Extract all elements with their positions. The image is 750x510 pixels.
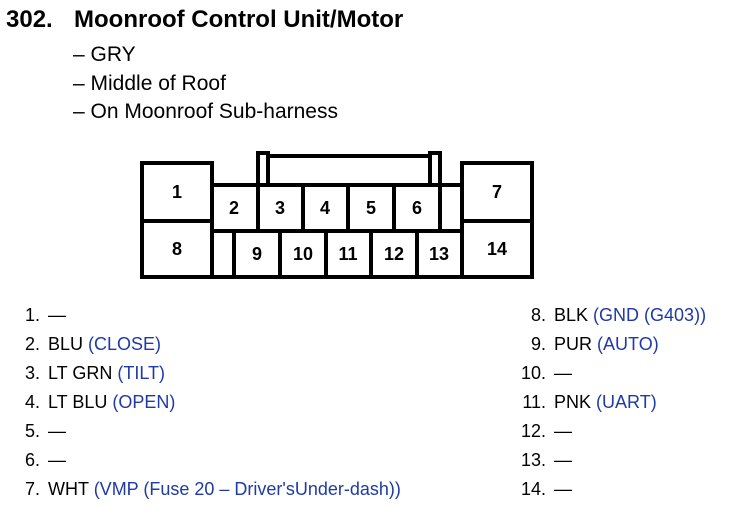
pin-row: 5.— — [24, 421, 66, 441]
pin-row: 10.— — [520, 363, 572, 383]
cavity-2-label: 2 — [229, 198, 239, 218]
pin-row: 6.— — [24, 450, 66, 470]
pin-row: 2.BLU (CLOSE) — [24, 334, 162, 354]
detail-location: – Middle of Roof — [73, 72, 226, 95]
pin-row: 9.PUR (AUTO) — [530, 334, 659, 354]
detail-color: – GRY — [73, 43, 136, 66]
cavity-5-label: 5 — [366, 198, 376, 218]
pin-row: 1.— — [24, 305, 66, 325]
pin-row: 13.— — [520, 450, 572, 470]
page-title: 302. Moonroof Control Unit/Motor — [6, 6, 403, 34]
cavity-13-label: 13 — [429, 244, 449, 264]
cavity-9-label: 9 — [252, 244, 262, 264]
cavity-3-label: 3 — [275, 198, 285, 218]
cavity-6-label: 6 — [412, 198, 422, 218]
cavity-1-label: 1 — [172, 182, 182, 202]
pin-row: 12.— — [520, 421, 572, 441]
cavity-8-label: 8 — [172, 239, 182, 259]
pin-row: 7.WHT (VMP (Fuse 20 – Driver'sUnder-dash… — [24, 479, 401, 499]
connector-diagram: 1 2 3 4 5 6 7 8 9 10 11 12 13 14 — [140, 151, 534, 279]
detail-harness: – On Moonroof Sub-harness — [73, 100, 338, 123]
latch-post-right — [428, 151, 442, 187]
pin-row: 11.PNK (UART) — [522, 392, 657, 412]
cavity-4-label: 4 — [320, 198, 330, 218]
pin-row: 4.LT BLU (OPEN) — [24, 392, 176, 412]
latch-post-left — [256, 151, 270, 187]
pin-row: 8.BLK (GND (G403)) — [530, 305, 707, 325]
cavity-7-label: 7 — [492, 182, 502, 202]
cavity-14-label: 14 — [487, 239, 507, 259]
cavity-11-label: 11 — [338, 244, 357, 264]
component-number: 302. — [6, 6, 53, 33]
cavity-12-label: 12 — [384, 244, 404, 264]
pin-row: 14.— — [520, 479, 572, 499]
cavity-10-label: 10 — [293, 244, 313, 264]
pin-row: 3.LT GRN (TILT) — [24, 363, 166, 383]
component-title: Moonroof Control Unit/Motor — [74, 6, 404, 33]
